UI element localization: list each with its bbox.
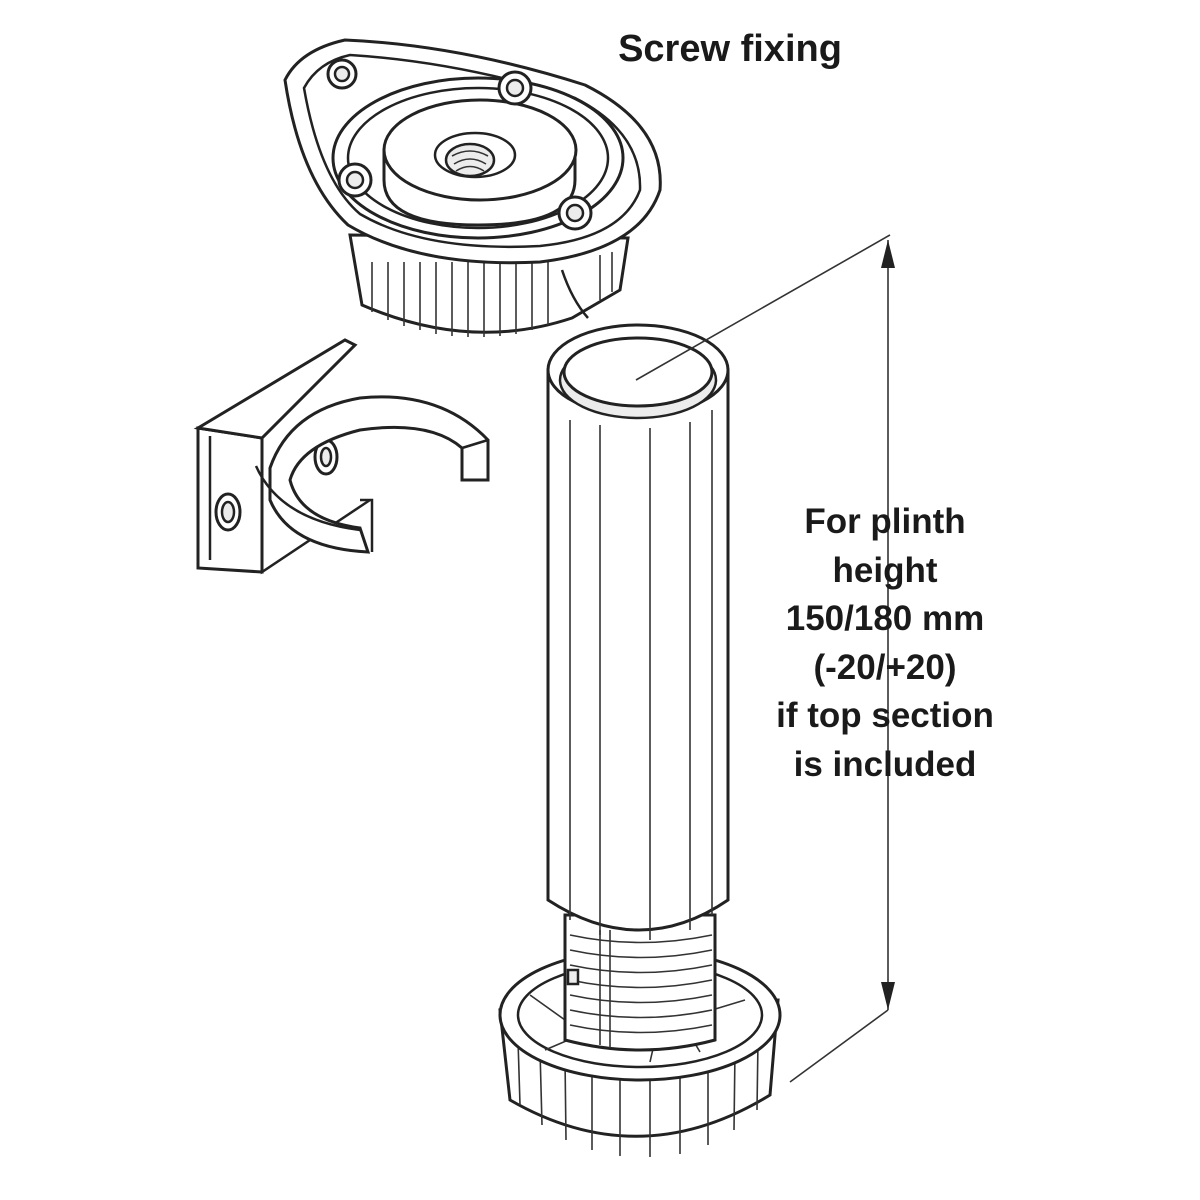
screw-fixing-plate <box>283 38 662 337</box>
plinth-note-line: 150/180 mm <box>785 599 985 638</box>
plinth-height-note: For plinth height 150/180 mm (-20/+20) i… <box>730 498 1040 789</box>
plinth-note-line: if top section <box>776 696 994 735</box>
plinth-note-line: (-20/+20) <box>813 647 957 687</box>
plinth-clip-bracket <box>193 338 490 575</box>
screw-fixing-label: Screw fixing <box>618 28 842 70</box>
height-dimension-line <box>635 234 895 1083</box>
plinth-note-line: is included <box>793 744 977 784</box>
plinth-note-line: height <box>832 550 938 590</box>
plinth-note-line: For plinth <box>804 502 966 541</box>
adjustable-plinth-leg <box>498 323 782 1157</box>
